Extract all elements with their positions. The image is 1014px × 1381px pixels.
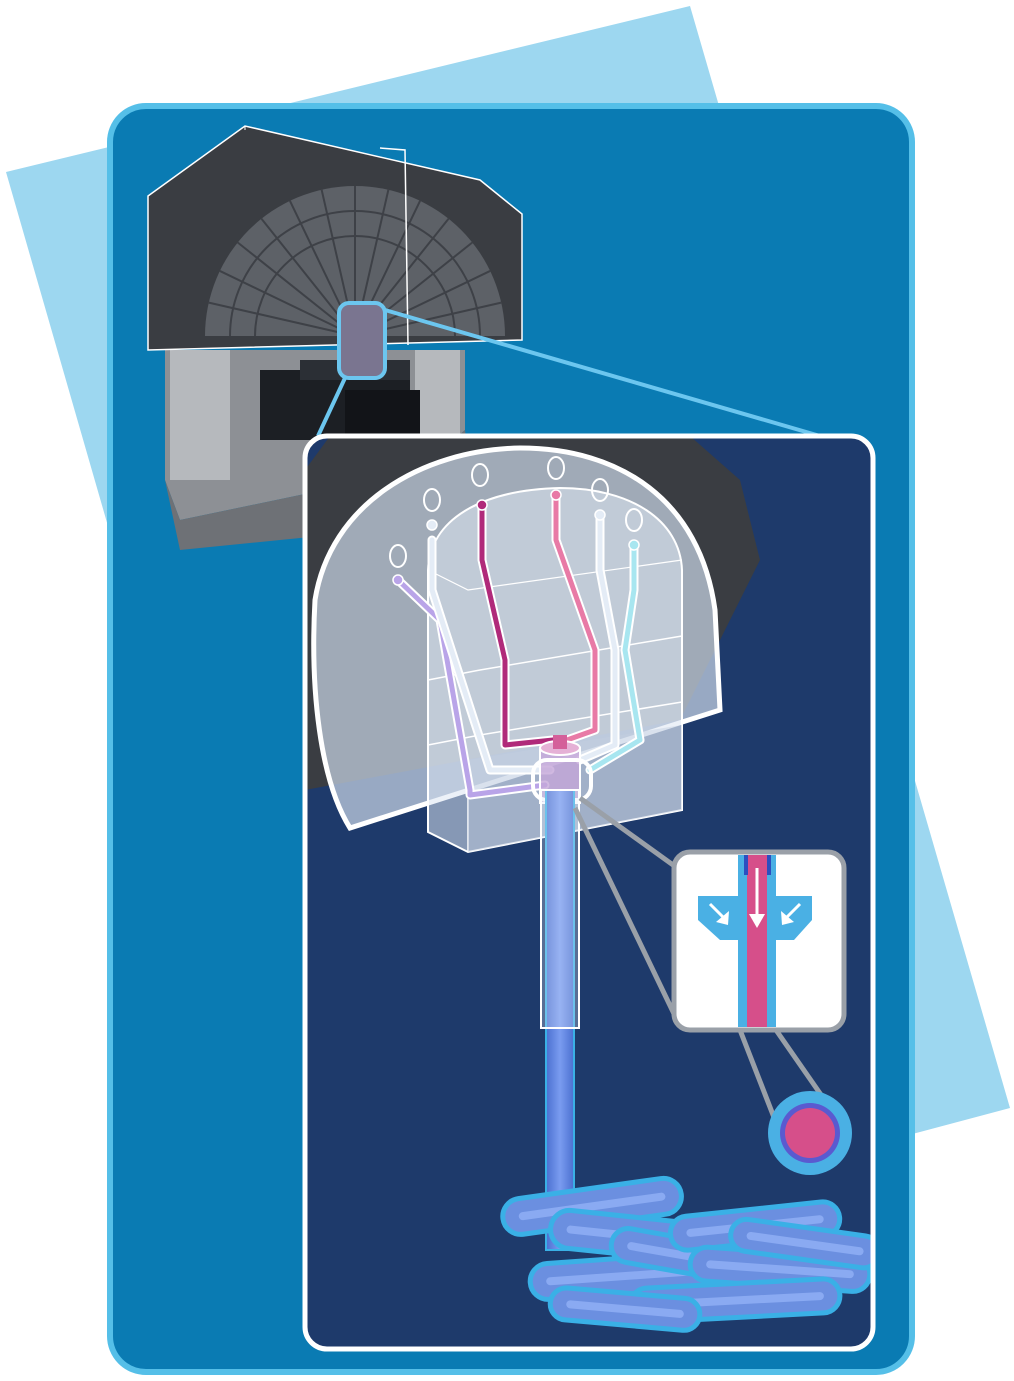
fiber-cross-section-icon: [768, 1091, 852, 1175]
junction-detail-icon: [671, 849, 847, 1033]
highlight-region: [337, 301, 387, 380]
feed-tube-magenta: [471, 463, 558, 750]
machine-housing-icon: [147, 125, 821, 550]
feed-tube-light-right: [575, 478, 620, 765]
feed-tubes: [389, 456, 645, 800]
feed-tube-lavender: [389, 544, 550, 800]
feed-tube-cyan: [585, 508, 645, 775]
feed-tube-pink: [547, 456, 600, 745]
fiber-strand: [545, 789, 575, 1251]
inset-panel: [302, 433, 876, 1352]
fiber-coil-icon: [500, 1175, 873, 1333]
feed-tube-light-left: [423, 488, 555, 775]
